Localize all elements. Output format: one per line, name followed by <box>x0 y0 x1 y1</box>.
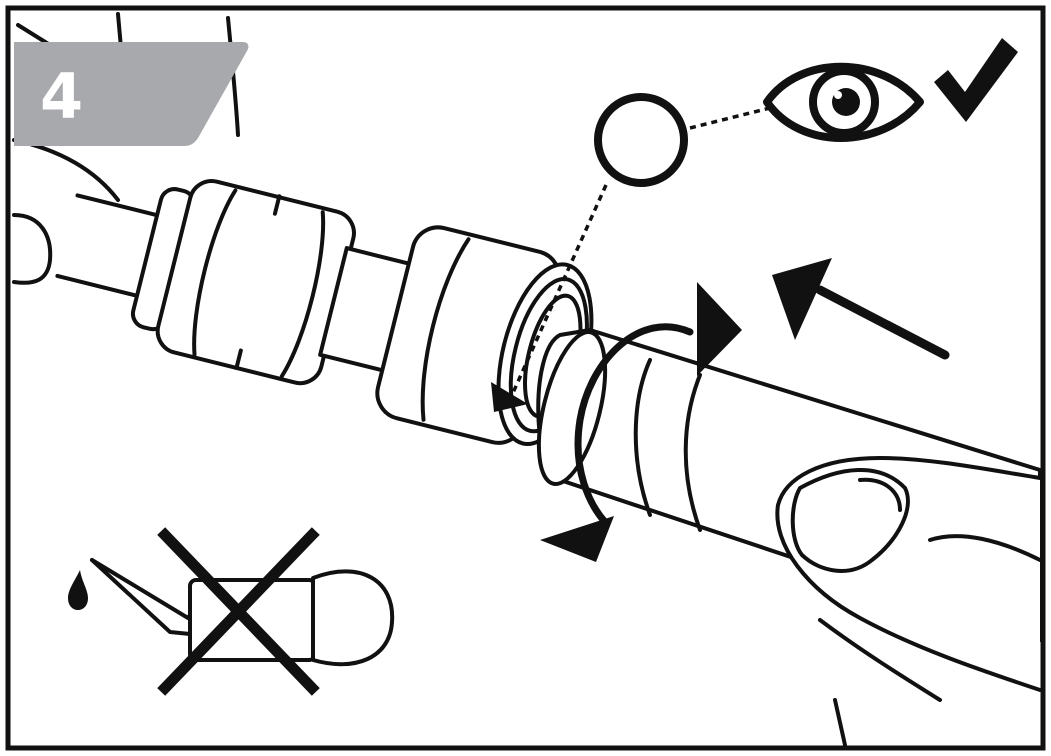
leader-line-eye <box>689 106 771 130</box>
insertion-depth-mark <box>633 358 652 517</box>
rotation-arrow-icon <box>540 282 742 562</box>
right-hand <box>775 456 1042 747</box>
leader-line-fitting <box>510 184 608 396</box>
drop-icon <box>68 570 88 610</box>
prohibited-symbol <box>68 527 395 696</box>
pipe-end <box>536 330 608 486</box>
cross-icon <box>157 527 320 696</box>
push-arrow-icon <box>772 258 950 360</box>
step-number: 4 <box>40 60 83 133</box>
push-fit-connector <box>55 179 594 447</box>
circle-icon <box>594 93 688 187</box>
rotation-arrowhead-top <box>697 282 742 376</box>
thumb <box>790 468 910 573</box>
leader-arrowhead <box>491 382 528 412</box>
rotation-arrowhead-bottom <box>540 516 614 562</box>
step-badge: 4 <box>14 42 249 146</box>
step-badge-shape <box>14 42 249 146</box>
eye-icon <box>763 62 924 142</box>
inspection-callout <box>491 93 771 412</box>
checkmark-icon <box>934 38 1018 122</box>
